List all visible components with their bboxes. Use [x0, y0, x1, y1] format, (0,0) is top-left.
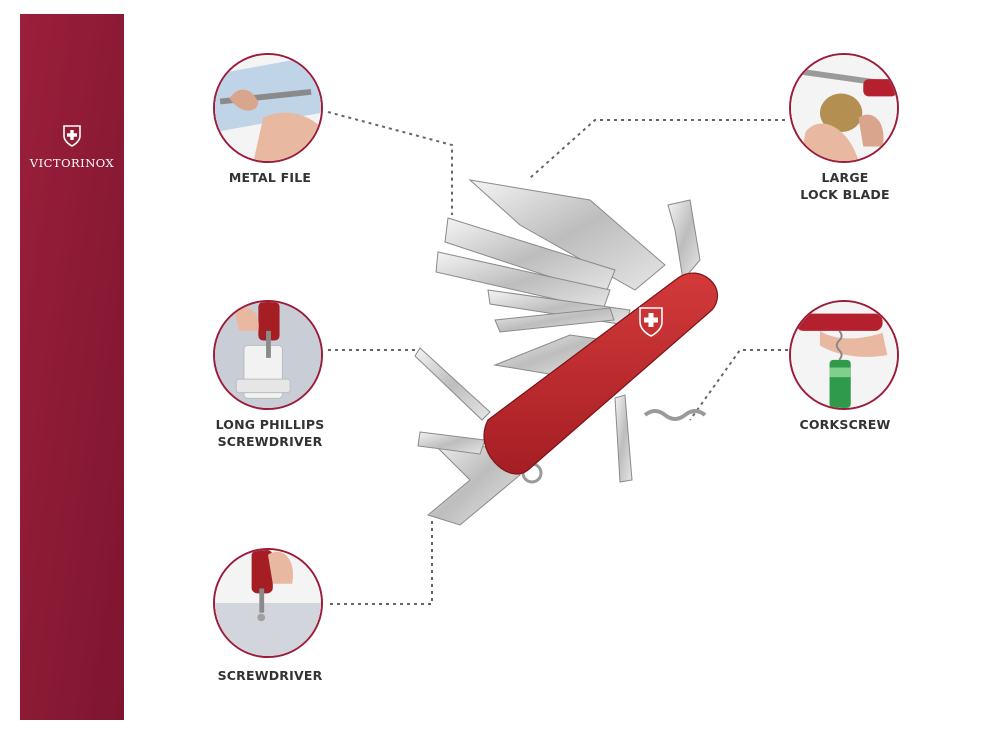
tool-label-corkscrew: CORKSCREW [799, 417, 891, 432]
leader-line-metal-file [327, 111, 453, 215]
brand-name: VICTORINOX [29, 156, 115, 170]
leader-line-corkscrew [689, 349, 788, 421]
phillips-screwdriver-blade [414, 347, 491, 421]
corkscrew-spiral [643, 409, 707, 421]
tool-label-long-phillips-screwdriver: LONG PHILLIPS SCREWDRIVER [215, 417, 325, 449]
bottle-opener-top [667, 199, 701, 282]
awl [614, 394, 633, 483]
large-lock-blade-photo [789, 53, 899, 163]
brand-logo: VICTORINOX [20, 124, 124, 170]
handle-shield-logo [639, 307, 663, 337]
corkscrew-photo [789, 300, 899, 410]
metal-file-photo [213, 53, 323, 163]
large-blade [468, 179, 666, 291]
tool-label-metal-file: METAL FILE [228, 170, 312, 185]
tool-label-screwdriver: SCREWDRIVER [217, 668, 323, 683]
tool-label-large-lock-blade: LARGE LOCK BLADE [800, 170, 890, 202]
leader-line-large-lock-blade [529, 119, 785, 179]
leader-line-screwdriver [330, 520, 433, 605]
swiss-army-knife-illustration [414, 179, 719, 526]
swiss-cross-shield-icon [63, 125, 81, 147]
red-handle [483, 272, 719, 475]
screwdriver-photo [213, 548, 323, 658]
can-opener [417, 431, 486, 455]
scissors [494, 307, 615, 333]
long-phillips-screwdriver-photo [213, 300, 323, 410]
